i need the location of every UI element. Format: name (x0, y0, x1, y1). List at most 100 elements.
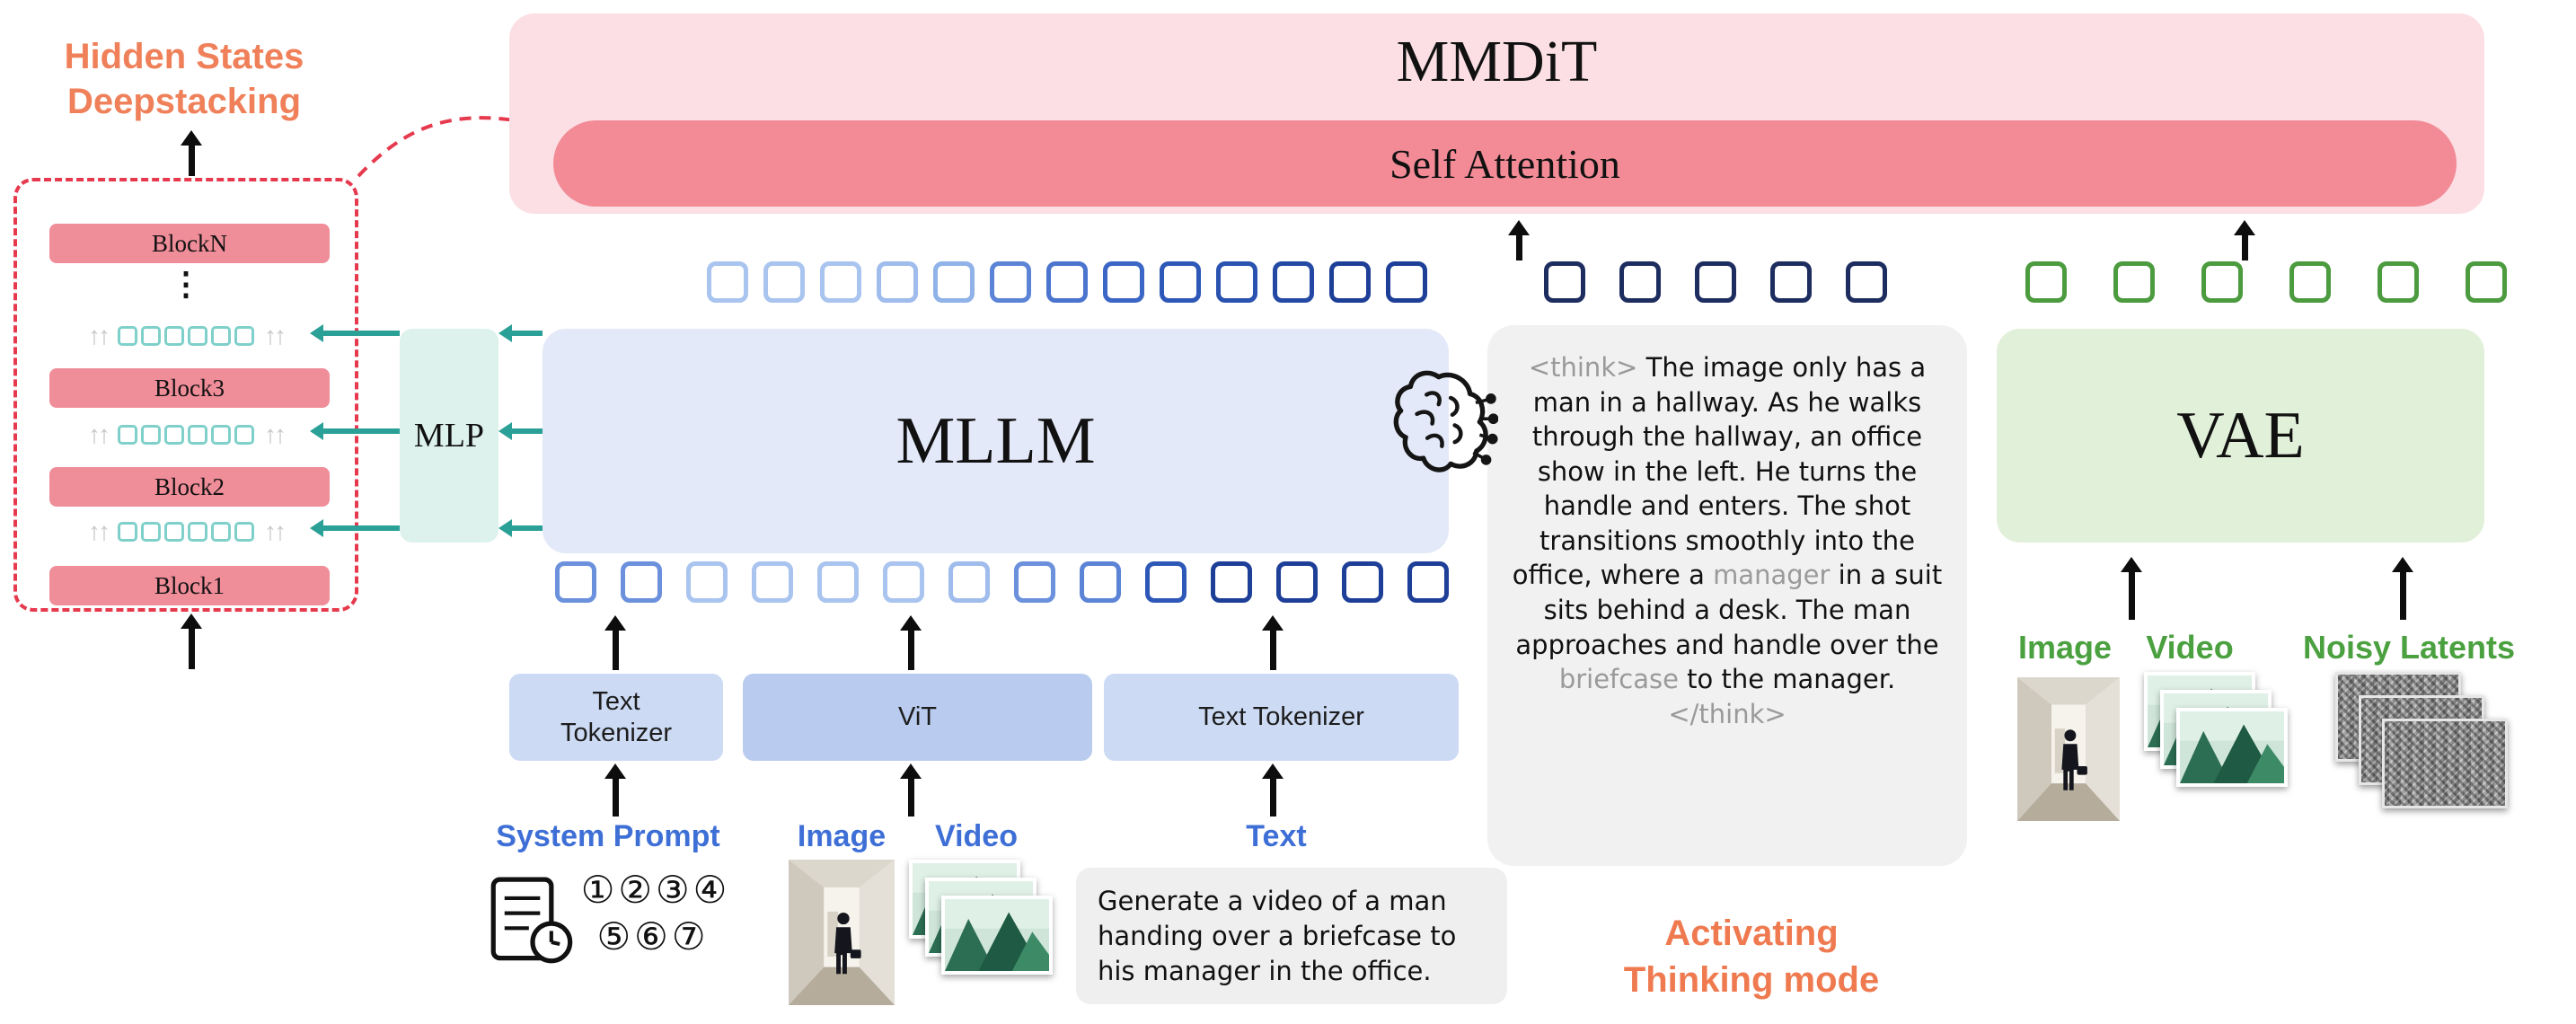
deepstack-token (234, 522, 254, 542)
deepstack-token-row-2: ↑↑ ↑↑ (17, 422, 355, 447)
arrow-text-to-tokenizer (1262, 764, 1284, 817)
token (752, 561, 793, 603)
teal-arrow-mllm-to-mlp-3 (498, 519, 543, 537)
vit-box: ViT (743, 674, 1092, 761)
arrow-think-to-mmdit (1508, 220, 1530, 260)
video-frame (2176, 708, 2288, 787)
block-2: Block2 (49, 467, 330, 507)
vae-video-frames (2144, 672, 2315, 834)
mllm-output-token-row (707, 261, 1427, 303)
text-tokenizer-1-line2: Tokenizer (560, 718, 673, 747)
vae-box: VAE (1997, 329, 2484, 543)
arrow-media-to-vit (900, 764, 922, 817)
system-prompt-document-icon (490, 877, 573, 964)
arrow-input-to-block1 (181, 614, 202, 669)
mlp-box: MLP (400, 329, 498, 543)
vae-title: VAE (2176, 398, 2305, 472)
mllm-input-token-row (555, 561, 1449, 603)
deepstack-token (234, 425, 254, 445)
mllm-title: MLLM (895, 403, 1096, 478)
think-text: The image only has a man in a hallway. A… (1512, 352, 1927, 591)
deepstack-token (188, 522, 207, 542)
arrow-texttok2-to-tokens (1262, 615, 1284, 670)
deepstack-token (164, 326, 184, 346)
token (1216, 261, 1257, 303)
arrow-noisy-to-vae (2392, 557, 2413, 620)
up-arrows-icon: ↑↑ (264, 322, 287, 349)
activating-line2: Thinking mode (1623, 960, 1880, 1000)
video-label: Video (935, 819, 1018, 853)
token (1014, 561, 1055, 603)
self-attention-label: Self Attention (1389, 140, 1620, 187)
deepstack-token (118, 425, 137, 445)
vae-image-label: Image (2017, 629, 2113, 666)
input-hallway-image (789, 860, 895, 1005)
deepstack-token (211, 326, 231, 346)
noisy-latents-label: Noisy Latents (2302, 629, 2516, 666)
token (686, 561, 728, 603)
deepstack-token (118, 326, 137, 346)
token (990, 261, 1031, 303)
think-token-row (1544, 261, 1887, 303)
vae-hallway-image (2017, 677, 2120, 821)
up-arrows-icon: ↑↑ (264, 517, 287, 545)
token (763, 261, 805, 303)
token (1145, 561, 1187, 603)
circled-numbers-row1: ①②③④ (580, 868, 731, 912)
deepstack-title-line2: Deepstacking (66, 82, 302, 121)
token (1046, 261, 1088, 303)
token (1329, 261, 1371, 303)
deepstack-token-row-1: ↑↑ ↑↑ (17, 519, 355, 544)
text-label: Text (1246, 819, 1307, 853)
mmdit-title: MMDiT (1396, 29, 1598, 94)
vae-video-label: Video (2146, 629, 2234, 666)
token (820, 261, 861, 303)
deepstack-tokens (118, 425, 254, 445)
token (555, 561, 596, 603)
think-muted-text: manager (1713, 560, 1831, 591)
deepstack-token (141, 326, 161, 346)
arrow-stack-to-title (181, 130, 202, 176)
vae-latent-token-row (2025, 261, 2507, 303)
token (707, 261, 748, 303)
brain-icon (1393, 370, 1498, 472)
token (2113, 261, 2155, 303)
activating-thinking-annotation: Activating Thinking mode (1624, 910, 1879, 1003)
vit-label: ViT (898, 702, 937, 732)
token (1846, 261, 1887, 303)
token (2025, 261, 2067, 303)
token (1770, 261, 1812, 303)
blocks-ellipsis: ⋮ (170, 265, 202, 302)
arrow-vit-to-tokens (900, 615, 922, 670)
deepstack-token (164, 425, 184, 445)
token (2201, 261, 2243, 303)
video-frame (941, 896, 1053, 975)
deepstack-title-line1: Hidden States (64, 37, 304, 76)
think-text: to the manager. (1678, 664, 1896, 695)
arrow-sysprompt-to-tokenizer (604, 764, 626, 817)
token (1386, 261, 1427, 303)
noisy-latent-frames (2335, 672, 2515, 816)
deepstack-tokens (118, 326, 254, 346)
token (933, 261, 975, 303)
think-bubble: <think> The image only has a man in a ha… (1487, 325, 1967, 866)
token (1160, 261, 1201, 303)
token (2378, 261, 2419, 303)
up-arrows-icon: ↑↑ (88, 322, 110, 349)
block-1: Block1 (49, 566, 330, 605)
up-arrows-icon: ↑↑ (88, 517, 110, 545)
dashed-connector (357, 116, 522, 178)
arrow-vae-to-mmdit (2234, 220, 2255, 260)
deepstack-box: BlockN ⋮ ↑↑ ↑↑ Block3 ↑↑ ↑↑ Block2 ↑↑ ↑↑… (13, 178, 358, 612)
text-tokenizer-1: Text Tokenizer (509, 674, 723, 761)
deepstack-token (234, 326, 254, 346)
teal-arrow-mllm-to-mlp-2 (498, 422, 543, 440)
teal-arrow-mlp-to-row3 (310, 324, 400, 342)
token (1273, 261, 1314, 303)
token (1544, 261, 1585, 303)
token (883, 561, 924, 603)
token (1407, 561, 1449, 603)
token (1276, 561, 1318, 603)
think-muted-text: <think> (1528, 352, 1646, 383)
